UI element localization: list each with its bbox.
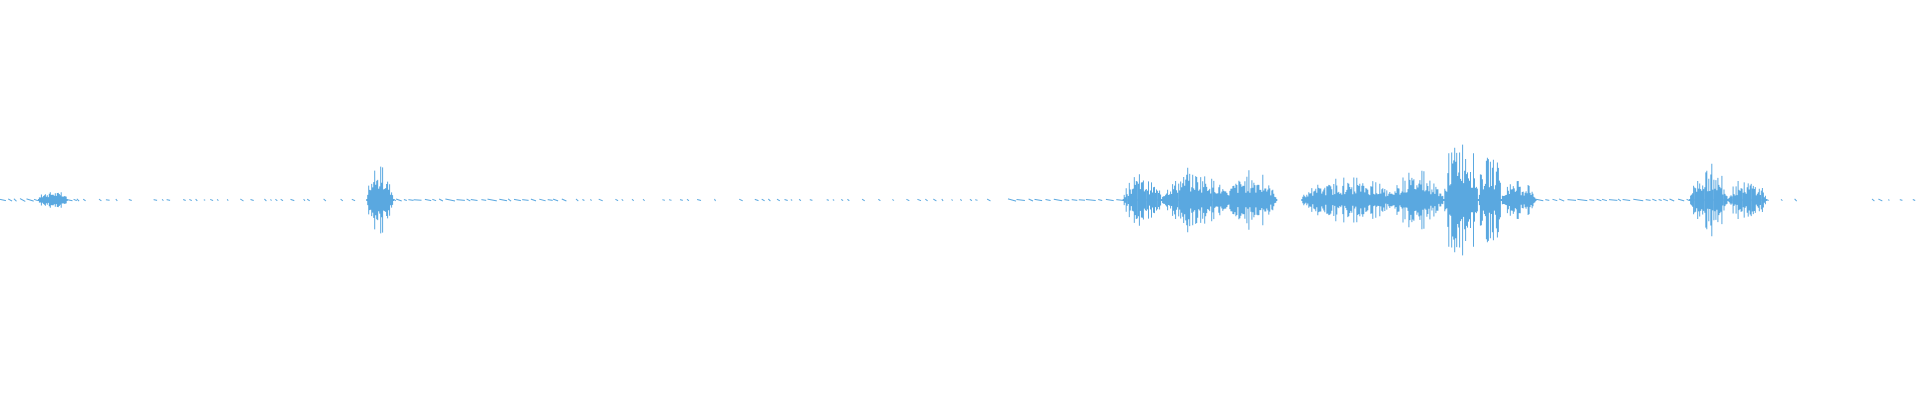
waveform-segment <box>738 198 991 202</box>
waveform-segment <box>1477 157 1502 243</box>
waveform-segment <box>1007 198 1124 202</box>
waveform-segment <box>1535 198 1690 202</box>
waveform-segment <box>1122 174 1163 226</box>
waveform-segment <box>1766 198 1798 202</box>
waveform-segment <box>306 198 356 202</box>
waveform-segment <box>1443 144 1479 256</box>
waveform-segment <box>1301 177 1399 223</box>
waveform-segment <box>1871 198 1916 202</box>
waveform-segment <box>1689 163 1729 237</box>
waveform-segment <box>153 198 306 202</box>
waveform-segment <box>1391 170 1445 230</box>
waveform-samples <box>0 144 1916 256</box>
waveform-segment <box>37 192 68 208</box>
waveform-segment <box>393 198 567 202</box>
waveform-segment <box>662 198 716 202</box>
waveform-segment <box>1161 167 1230 233</box>
waveform-segment <box>575 198 645 202</box>
waveform-segment <box>1727 181 1767 219</box>
waveform-segment <box>1500 181 1537 219</box>
waveform-segment <box>366 166 395 234</box>
waveform-segment <box>76 198 132 202</box>
waveform-segment <box>1224 170 1278 230</box>
